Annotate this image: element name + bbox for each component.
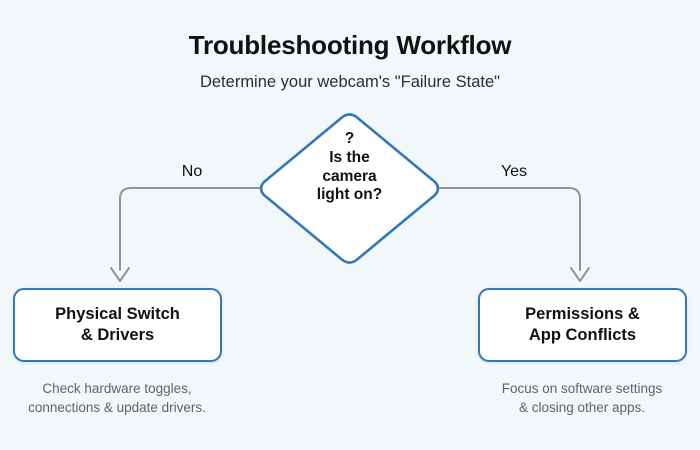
outcome-box-permissions[interactable]: Permissions & App Conflicts [478,288,687,362]
decision-text: ? Is the camera light on? [260,130,439,204]
outcome-left-line-1: Physical Switch [55,305,180,324]
outcome-right-line-1: Permissions & [525,305,640,324]
question-mark-icon: ? [344,130,355,147]
outcome-caption-left: Check hardware toggles, connections & up… [0,379,237,417]
decision-line-2: camera [322,167,377,185]
diamond-shape [260,113,439,264]
outcome-right-line-2: App Conflicts [528,326,637,344]
decision-line-3: light on? [316,185,383,203]
outcome-label-right: Permissions & App Conflicts [519,304,646,345]
outcome-caption-right: Focus on software settings & closing oth… [462,379,700,417]
outcome-left-line-2: & Drivers [80,326,155,344]
outcome-box-physical-switch[interactable]: Physical Switch & Drivers [13,288,222,362]
decision-line-1: Is the [329,149,370,167]
page-subtitle: Determine your webcam's "Failure State" [199,73,501,91]
branch-label-yes: Yes [500,163,528,180]
caption-left-line-2: connections & update drivers. [28,400,206,416]
caption-right-line-2: & closing other apps. [518,400,646,416]
decision-node[interactable]: ? Is the camera light on? [260,113,439,264]
branch-label-no: No [181,163,203,180]
page-title: Troubleshooting Workflow [188,30,512,60]
outcome-label-left: Physical Switch & Drivers [49,304,186,345]
caption-right-line-1: Focus on software settings [501,381,663,396]
caption-left-line-1: Check hardware toggles, [42,381,192,396]
